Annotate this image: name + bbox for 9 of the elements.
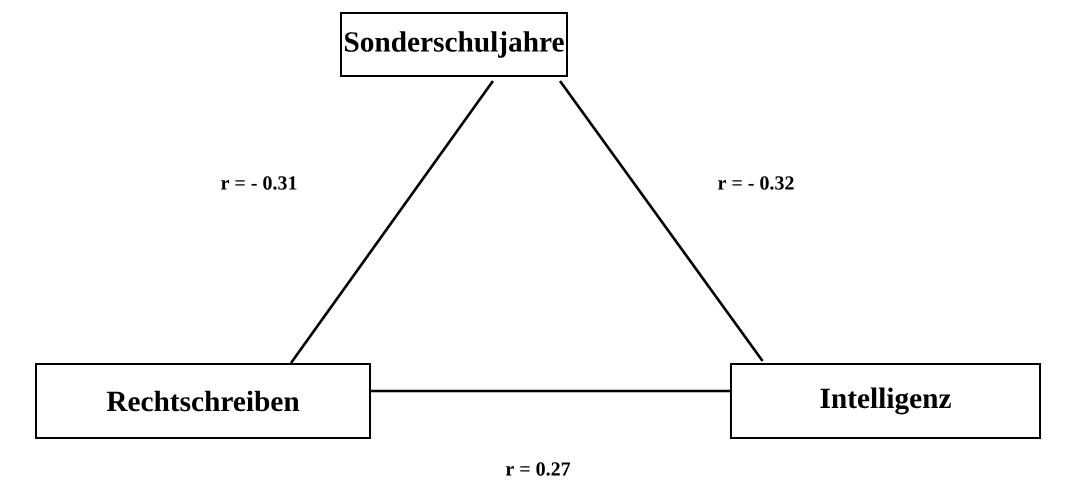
variable-box: Sonderschuljahre [340,12,568,77]
variable-box: Rechtschreiben [35,363,371,439]
connecting-line [371,389,730,393]
variable-box: Intelligenz [729,363,1042,439]
connecting-line [558,80,764,362]
edge-label: r = - 0.31 [219,174,299,192]
connecting-line [289,80,495,364]
edge-label: r = - 0.32 [716,174,796,192]
edge-label: r = 0.27 [504,460,572,478]
